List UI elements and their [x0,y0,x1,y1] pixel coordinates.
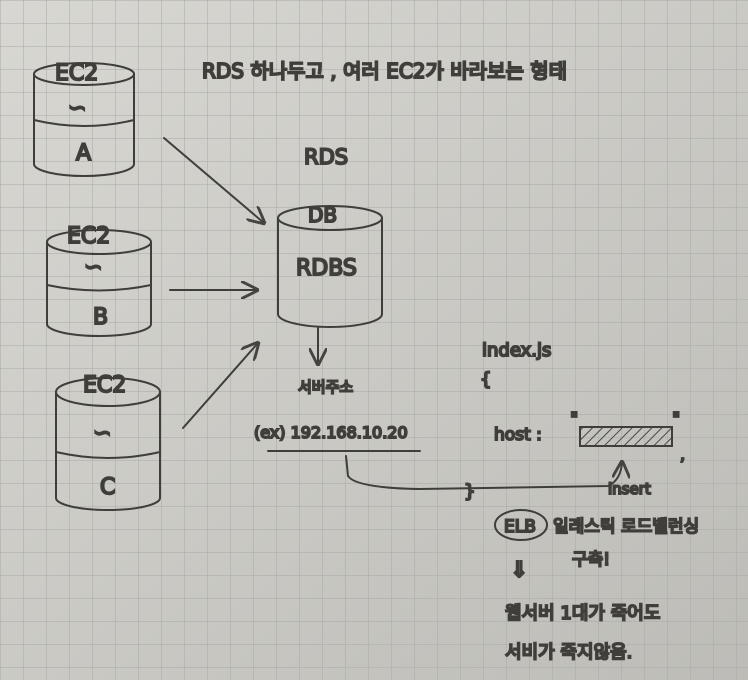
code-trailing-comma: , [680,445,685,464]
elb-text: 일래스틱 로드밸런싱 [553,517,699,537]
elb-badge: ELB [504,517,536,537]
code-host-value-placeholder [579,426,673,447]
rds-cylinder [277,205,383,328]
ec2-a-tag: EC2 [55,61,98,86]
ec2-a-label: A [76,141,91,166]
ec2-c-tag: EC2 [83,373,126,398]
ec2-a-symbol: ∽ [68,96,86,121]
code-quote-open: " [570,409,578,430]
code-quote-close: " [672,409,680,430]
rds-top-label: DB [308,203,337,227]
elb-note-line-1: 웹서버 1대가 죽어도 [505,603,660,624]
rds-body-label: RDBS [296,256,357,281]
insert-label: insert [608,480,651,498]
elb-down-arrow: ⇓ [510,558,528,583]
server-address-example: (ex) 192.168.10.20 [254,423,408,442]
arrow-address-to-host [345,455,622,491]
ec2-b-label: B [93,305,108,330]
code-host-key: host : [494,425,542,445]
elb-note-line-2: 서비가 죽지않음. [505,642,632,663]
code-brace: { [480,369,491,390]
arrow-a-to-rds [163,137,264,223]
diagram-title: RDS 하나두고 , 여러 EC2가 바라보는 형태 [202,59,567,83]
elb-text-2: 구축! [572,550,610,570]
ec2-c-cylinder [55,377,161,511]
ec2-b-symbol: ∽ [84,255,102,280]
ec2-b-tag: EC2 [67,224,110,249]
ec2-c-label: C [100,475,115,500]
ec2-a-cylinder [33,62,135,177]
ec2-b-cylinder [46,229,152,337]
rds-title: RDS [304,145,348,169]
arrow-c-to-rds [182,343,258,429]
connector-mark: } [464,481,475,502]
ec2-c-symbol: ∽ [93,421,111,446]
server-address-label: 서버주소 [298,378,353,396]
elb-badge-circle [494,509,548,541]
code-filename: index.js [482,340,551,361]
